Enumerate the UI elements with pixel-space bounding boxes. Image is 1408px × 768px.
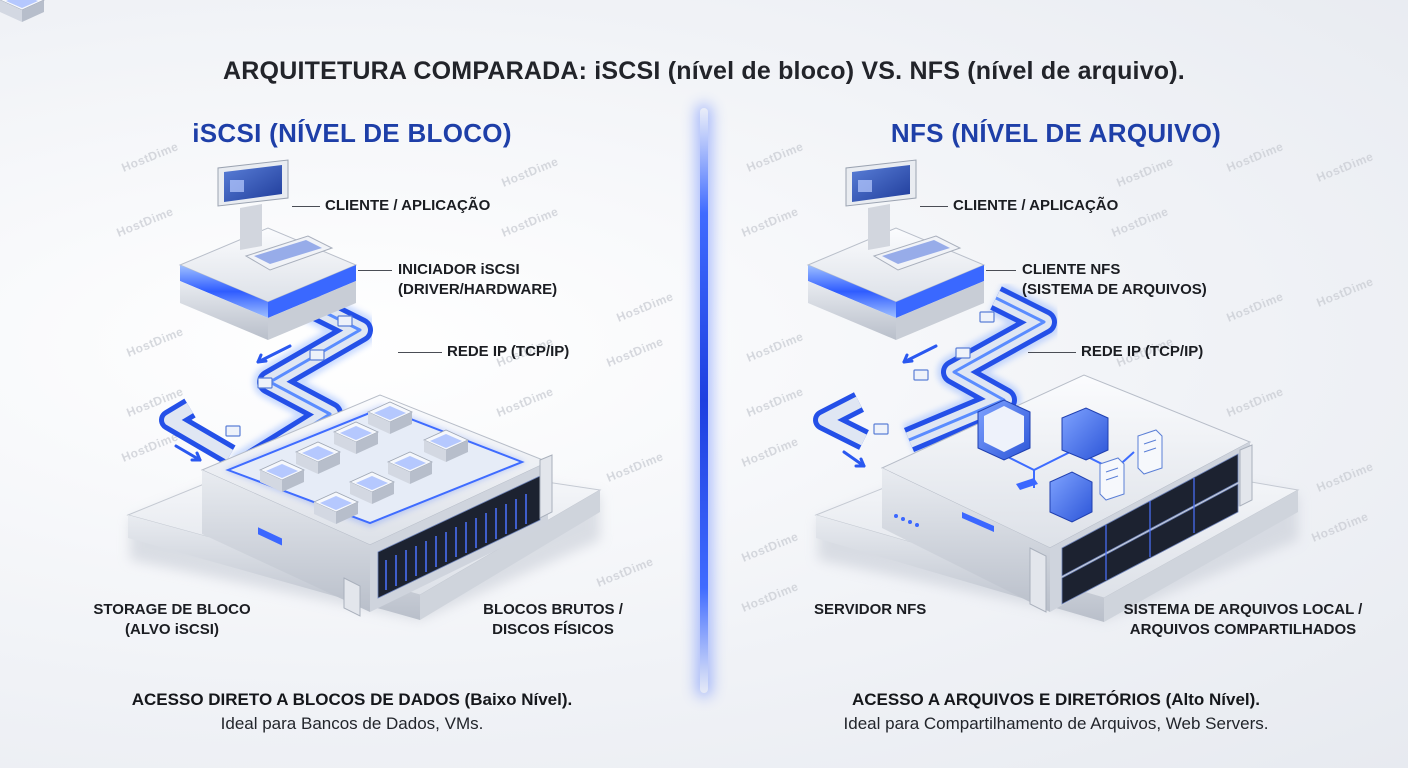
folder-icon — [1049, 471, 1093, 523]
nfs-illustration — [806, 159, 1300, 622]
leader-line — [986, 270, 1016, 271]
client-app-label: CLIENTE / APLICAÇÃO — [953, 197, 1119, 214]
nfs-file-tree — [977, 399, 1163, 523]
file-icon — [1099, 457, 1125, 501]
nfs-network-path — [813, 282, 1061, 468]
iscsi-summary-light: Ideal para Bancos de Dados, VMs. — [220, 714, 484, 733]
nfs-heading: NFS (NÍVEL DE ARQUIVO) — [890, 118, 1222, 148]
leader-line — [398, 352, 442, 353]
nfs-server-chassis — [880, 374, 1253, 613]
file-icon — [1137, 429, 1163, 475]
iscsi-client-station — [178, 159, 358, 340]
iscsi-panel: iSCSI (NÍVEL DE BLOCO) — [0, 0, 704, 736]
nfs-summary-strong: ACESSO A ARQUIVOS E DIRETÓRIOS (Alto Nív… — [851, 690, 1261, 709]
center-divider — [700, 108, 708, 693]
drive-led-strip — [385, 494, 527, 590]
nfs-summary-light: Ideal para Compartilhamento de Arquivos,… — [843, 714, 1269, 733]
initiator-label-line2: (DRIVER/HARDWARE) — [398, 281, 558, 298]
leader-line — [292, 206, 320, 207]
initiator-label-line1: INICIADOR iSCSI — [398, 261, 520, 278]
folder-icon — [977, 399, 1031, 461]
leader-line — [358, 270, 392, 271]
iscsi-summary-strong: ACESSO DIRETO A BLOCOS DE DADOS (Baixo N… — [131, 690, 573, 709]
raw-blocks-label-line1: BLOCOS BRUTOS / — [483, 601, 623, 618]
leader-line — [1028, 352, 1076, 353]
nfs-client-station — [806, 159, 986, 340]
nfs-server-label: SERVIDOR NFS — [814, 601, 927, 618]
page-title: ARQUITETURA COMPARADA: iSCSI (nível de b… — [223, 56, 1185, 85]
nfs-client-label-line1: CLIENTE NFS — [1022, 261, 1121, 278]
iscsi-illustration — [0, 0, 602, 620]
leader-line — [920, 206, 948, 207]
client-app-label: CLIENTE / APLICAÇÃO — [325, 197, 491, 214]
nfs-client-label-line2: (SISTEMA DE ARQUIVOS) — [1022, 281, 1207, 298]
folder-icon — [1061, 407, 1109, 461]
local-fs-label-line1: SISTEMA DE ARQUIVOS LOCAL / — [1123, 601, 1363, 618]
raw-blocks-label-line2: DISCOS FÍSICOS — [492, 621, 614, 638]
storage-label-line2: (ALVO iSCSI) — [125, 621, 219, 638]
network-label: REDE IP (TCP/IP) — [1081, 343, 1204, 360]
nfs-summary: ACESSO A ARQUIVOS E DIRETÓRIOS (Alto Nív… — [704, 688, 1408, 736]
iscsi-heading: iSCSI (NÍVEL DE BLOCO) — [192, 118, 512, 148]
iscsi-data-blocks — [0, 0, 469, 525]
local-fs-label-line2: ARQUIVOS COMPARTILHADOS — [1129, 621, 1357, 638]
nfs-panel: NFS (NÍVEL DE ARQUIVO) — [704, 0, 1408, 768]
storage-label-line1: STORAGE DE BLOCO — [93, 601, 251, 618]
iscsi-summary: ACESSO DIRETO A BLOCOS DE DADOS (Baixo N… — [0, 688, 704, 736]
network-label: REDE IP (TCP/IP) — [447, 343, 570, 360]
